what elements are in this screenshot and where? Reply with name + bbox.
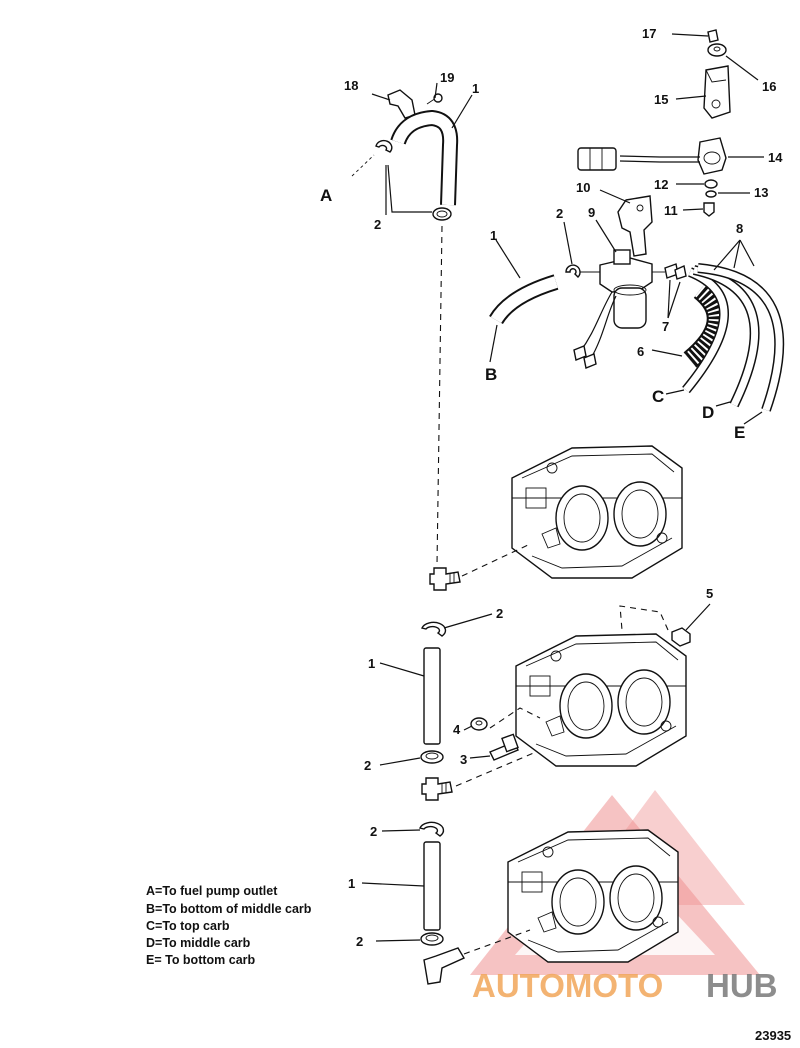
watermark-logo: AUTOMOTO HUB bbox=[472, 967, 778, 1004]
callout-12: 12 bbox=[654, 177, 668, 192]
fuel-filter-assembly bbox=[563, 219, 687, 369]
connection-letters: A B C D E bbox=[320, 186, 745, 442]
clamp-icon bbox=[420, 932, 444, 946]
letter-c: C bbox=[652, 387, 664, 406]
callout-16: 16 bbox=[762, 79, 776, 94]
callout-5: 5 bbox=[706, 586, 713, 601]
letter-a: A bbox=[320, 186, 332, 205]
middle-carburetor bbox=[421, 603, 711, 801]
inter-carb-hoses bbox=[361, 613, 493, 946]
screw-11-icon bbox=[703, 202, 715, 217]
callout-17: 17 bbox=[642, 26, 656, 41]
callout-10: 10 bbox=[576, 180, 590, 195]
oring-13-icon bbox=[705, 190, 717, 198]
callout-1: 1 bbox=[368, 656, 375, 671]
callout-2: 2 bbox=[370, 824, 377, 839]
watermark-text-automoto: AUTOMOTO bbox=[472, 967, 663, 1004]
callout-11: 11 bbox=[664, 203, 678, 218]
figure-number: 23935 bbox=[755, 1028, 791, 1043]
legend-item-d: D=To middle carb bbox=[146, 936, 251, 950]
legend-item-e: E= To bottom carb bbox=[146, 953, 256, 967]
connector-icon bbox=[577, 147, 617, 171]
bottom-carburetor bbox=[423, 829, 679, 985]
callout-3: 3 bbox=[460, 752, 467, 767]
screw-19-icon bbox=[426, 93, 443, 105]
elbow-fitting-icon bbox=[423, 947, 466, 985]
top-hose-assembly bbox=[351, 82, 473, 221]
callout-1: 1 bbox=[348, 876, 355, 891]
callout-7: 7 bbox=[662, 319, 669, 334]
callout-2: 2 bbox=[364, 758, 371, 773]
callout-2: 2 bbox=[556, 206, 563, 221]
washer-4-icon bbox=[470, 717, 488, 731]
clamp-icon bbox=[565, 264, 581, 278]
bracket-10-assembly bbox=[599, 189, 653, 257]
hose-b-assembly bbox=[489, 239, 559, 363]
guide-line bbox=[436, 225, 443, 566]
callout-4: 4 bbox=[453, 722, 461, 737]
sensor-assembly bbox=[577, 29, 764, 217]
fuel-filter-9-icon bbox=[599, 257, 653, 293]
callout-2: 2 bbox=[356, 934, 363, 949]
clamp-icon bbox=[420, 750, 444, 764]
hose-segment-icon bbox=[423, 841, 441, 931]
callout-labels: 17 16 15 14 18 19 1 12 13 10 11 2 2 9 8 … bbox=[344, 26, 783, 949]
legend: A=To fuel pump outlet B=To bottom of mid… bbox=[146, 884, 312, 967]
callout-1: 1 bbox=[472, 81, 479, 96]
callout-14: 14 bbox=[768, 150, 783, 165]
legend-item-c: C=To top carb bbox=[146, 919, 230, 933]
watermark-text-hub: HUB bbox=[706, 967, 778, 1004]
callout-1: 1 bbox=[490, 228, 497, 243]
nut-16-icon bbox=[707, 43, 727, 57]
callout-2: 2 bbox=[496, 606, 503, 621]
sensor-14-icon bbox=[697, 137, 727, 175]
clamp-icon bbox=[432, 207, 452, 221]
legend-item-a: A=To fuel pump outlet bbox=[146, 884, 278, 898]
clamp-icon bbox=[419, 821, 445, 837]
hose-bundle-assembly bbox=[651, 239, 785, 425]
callout-13: 13 bbox=[754, 185, 768, 200]
clamp-icon bbox=[375, 139, 393, 153]
callout-9: 9 bbox=[588, 205, 595, 220]
nut-5-icon bbox=[671, 627, 691, 647]
callout-19: 19 bbox=[440, 70, 454, 85]
washer-12-icon bbox=[704, 179, 718, 189]
clamp-icon bbox=[421, 621, 447, 637]
top-carburetor bbox=[429, 445, 683, 591]
callout-2: 2 bbox=[374, 217, 381, 232]
clip-18-icon bbox=[387, 89, 416, 119]
letter-e: E bbox=[734, 423, 745, 442]
letter-b: B bbox=[485, 365, 497, 384]
callout-18: 18 bbox=[344, 78, 358, 93]
letter-d: D bbox=[702, 403, 714, 422]
callout-15: 15 bbox=[654, 92, 668, 107]
callout-6: 6 bbox=[637, 344, 644, 359]
pin-17-icon bbox=[707, 29, 719, 43]
bracket-10-icon bbox=[617, 195, 653, 257]
hose-segment-icon bbox=[423, 647, 441, 745]
legend-item-b: B=To bottom of middle carb bbox=[146, 902, 312, 916]
callout-8: 8 bbox=[736, 221, 743, 236]
